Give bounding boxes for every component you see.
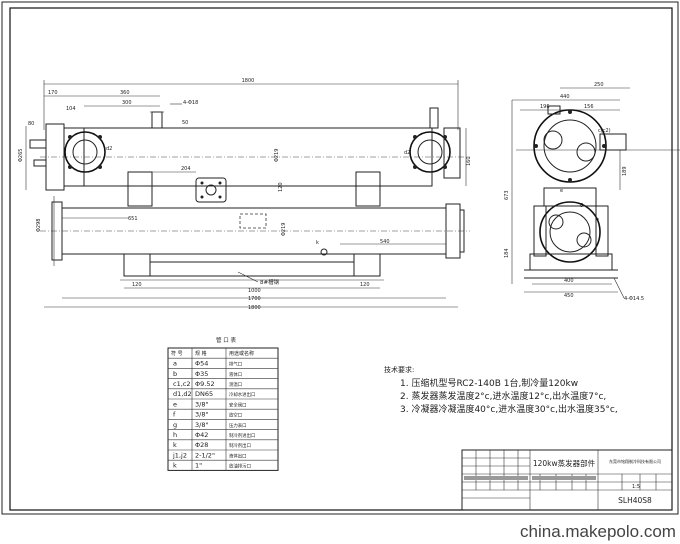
- nozzle-table-spec: Φ9.52: [195, 380, 215, 388]
- notes-item-1: 1. 压缩机型号RC2-140B 1台,制冷量120kw: [400, 377, 578, 389]
- title-block: 120kw蒸发器部件 东莞市铭翔制冷科技有限公司 1:5 SLH40S8: [461, 449, 673, 511]
- nozzle-table: 管 口 表 符 号 规 格 用途或名称 a Φ54 排气口 b Φ35 液体口 c1,c2 Φ9.5…: [167, 336, 279, 471]
- dim-360: 360: [120, 90, 130, 96]
- nozzle-table-purpose: 冷却水进出口: [229, 391, 255, 398]
- nozzle-table-spec: Φ42: [195, 431, 208, 439]
- nozzle-table-symbol: k: [173, 441, 177, 449]
- dim-d265: Φ265: [18, 149, 24, 162]
- dim-160: 160: [466, 156, 472, 166]
- nozzle-table-spec: DN65: [195, 390, 213, 398]
- label-d2-right: d2: [404, 150, 410, 156]
- side-view: 250 440 196 156 c(c2) 189 673 e g f: [504, 82, 680, 302]
- dim-4-d18: 4-Φ18: [183, 100, 198, 106]
- dim-104: 104: [66, 106, 76, 112]
- dim-204: 204: [181, 166, 191, 172]
- nozzle-table-symbol: f: [173, 411, 176, 419]
- dim-50: 50: [182, 120, 188, 126]
- dim-300: 300: [122, 100, 132, 106]
- dim-156: 156: [584, 104, 594, 110]
- dim-1800-bottom: 1800: [248, 305, 261, 311]
- nozzle-table-spec: 2-1/2": [195, 451, 215, 459]
- dim-400: 400: [564, 278, 574, 284]
- nozzle-table-title: 管 口 表: [216, 336, 236, 344]
- dim-120-a: 120: [132, 282, 142, 288]
- nozzle-table-header: 符 号: [171, 350, 183, 357]
- dim-196: 196: [540, 104, 550, 110]
- dim-d219-upper: Φ219: [274, 149, 280, 162]
- notes-title: 技术要求:: [384, 365, 414, 374]
- nozzle-table-purpose: 安全阀口: [229, 401, 247, 408]
- dim-440: 440: [560, 94, 570, 100]
- nozzle-table-symbol: b: [173, 370, 177, 378]
- nozzle-table-spec: 1": [195, 462, 202, 470]
- nozzle-table-symbol: d1,d2: [173, 390, 192, 398]
- nozzle-table-spec: 3/8": [195, 411, 208, 419]
- nozzle-table-spec: 3/8": [195, 421, 208, 429]
- nozzle-table-symbol: h: [173, 431, 177, 439]
- dim-d219-lower: Φ219: [281, 223, 287, 236]
- dim-673: 673: [504, 190, 510, 200]
- dim-120-b: 120: [360, 282, 370, 288]
- nozzle-table-header: 用途或名称: [229, 350, 254, 357]
- label-e: e: [560, 188, 563, 194]
- label-d2-left: d2: [106, 146, 112, 152]
- dim-450: 450: [564, 293, 574, 299]
- label-channel-steel: 8#槽钢: [260, 278, 280, 286]
- nozzle-table-purpose: 排气口: [229, 361, 242, 368]
- outer-border: [1, 1, 679, 515]
- dim-4-d14-5: 4-Φ14.5: [624, 296, 644, 302]
- nozzle-table-symbol: e: [173, 400, 177, 408]
- dim-d298: Φ298: [36, 219, 42, 232]
- dim-189: 189: [622, 166, 628, 176]
- nozzle-table-purpose: 液体口: [229, 371, 242, 378]
- dim-250: 250: [594, 82, 604, 88]
- drawing-name: 120kw蒸发器部件: [533, 458, 596, 468]
- watermark: china.makepolo.com: [520, 522, 676, 541]
- nozzle-table-purpose: 制冷剂进出口: [229, 432, 255, 439]
- dim-1700: 1700: [248, 296, 261, 302]
- nozzle-table-purpose: 制冷剂出口: [229, 442, 251, 449]
- nozzle-table-symbol: k: [173, 462, 177, 470]
- dim-651: 651: [128, 216, 138, 222]
- dim-80: 80: [28, 121, 34, 127]
- notes-item-2: 2. 蒸发器蒸发温度2°c,进水温度12°c,出水温度7°c,: [400, 390, 606, 402]
- dim-184: 184: [504, 248, 510, 258]
- nozzle-table-symbol: a: [173, 360, 177, 368]
- nozzle-table-symbol: g: [173, 421, 177, 429]
- dim-1000: 1000: [248, 288, 261, 294]
- frame-border: [9, 7, 673, 511]
- nozzle-table-spec: Φ28: [195, 441, 208, 449]
- drawing-number: SLH40S8: [618, 496, 652, 505]
- nozzle-table-symbol: c1,c2: [173, 380, 191, 388]
- nozzle-table-spec: Φ35: [195, 370, 208, 378]
- nozzle-table-purpose: 测温口: [229, 381, 242, 388]
- label-c1-c2: c(c2): [598, 128, 611, 134]
- nozzle-table-purpose: 放空口: [229, 412, 242, 419]
- nozzle-table-spec: 3/8": [195, 400, 208, 408]
- technical-notes: 技术要求: 1. 压缩机型号RC2-140B 1台,制冷量120kw 2. 蒸发…: [384, 365, 618, 415]
- nozzle-table-purpose: 液体出口: [229, 452, 247, 459]
- dim-1800-top: 1800: [242, 78, 255, 84]
- nozzle-table-purpose: 放油排污口: [229, 463, 251, 470]
- nozzle-table-header: 规 格: [195, 350, 207, 357]
- nozzle-table-spec: Φ54: [195, 360, 208, 368]
- company-name: 东莞市铭翔制冷科技有限公司: [609, 458, 661, 464]
- dim-120-mid: 120: [278, 182, 284, 192]
- label-k: k: [316, 240, 319, 246]
- nozzle-table-purpose: 压力表口: [229, 422, 247, 429]
- notes-item-3: 3. 冷凝器冷凝温度40°c,进水温度30°c,出水温度35°c,: [400, 403, 618, 415]
- dim-540: 540: [380, 239, 390, 245]
- scale-value: 1:5: [632, 484, 640, 490]
- front-view: 1800 170 360 104 300 4-Φ18 80 50 Φ265 16…: [18, 78, 472, 311]
- dim-170: 170: [48, 90, 58, 96]
- nozzle-table-symbol: j1,j2: [172, 451, 187, 459]
